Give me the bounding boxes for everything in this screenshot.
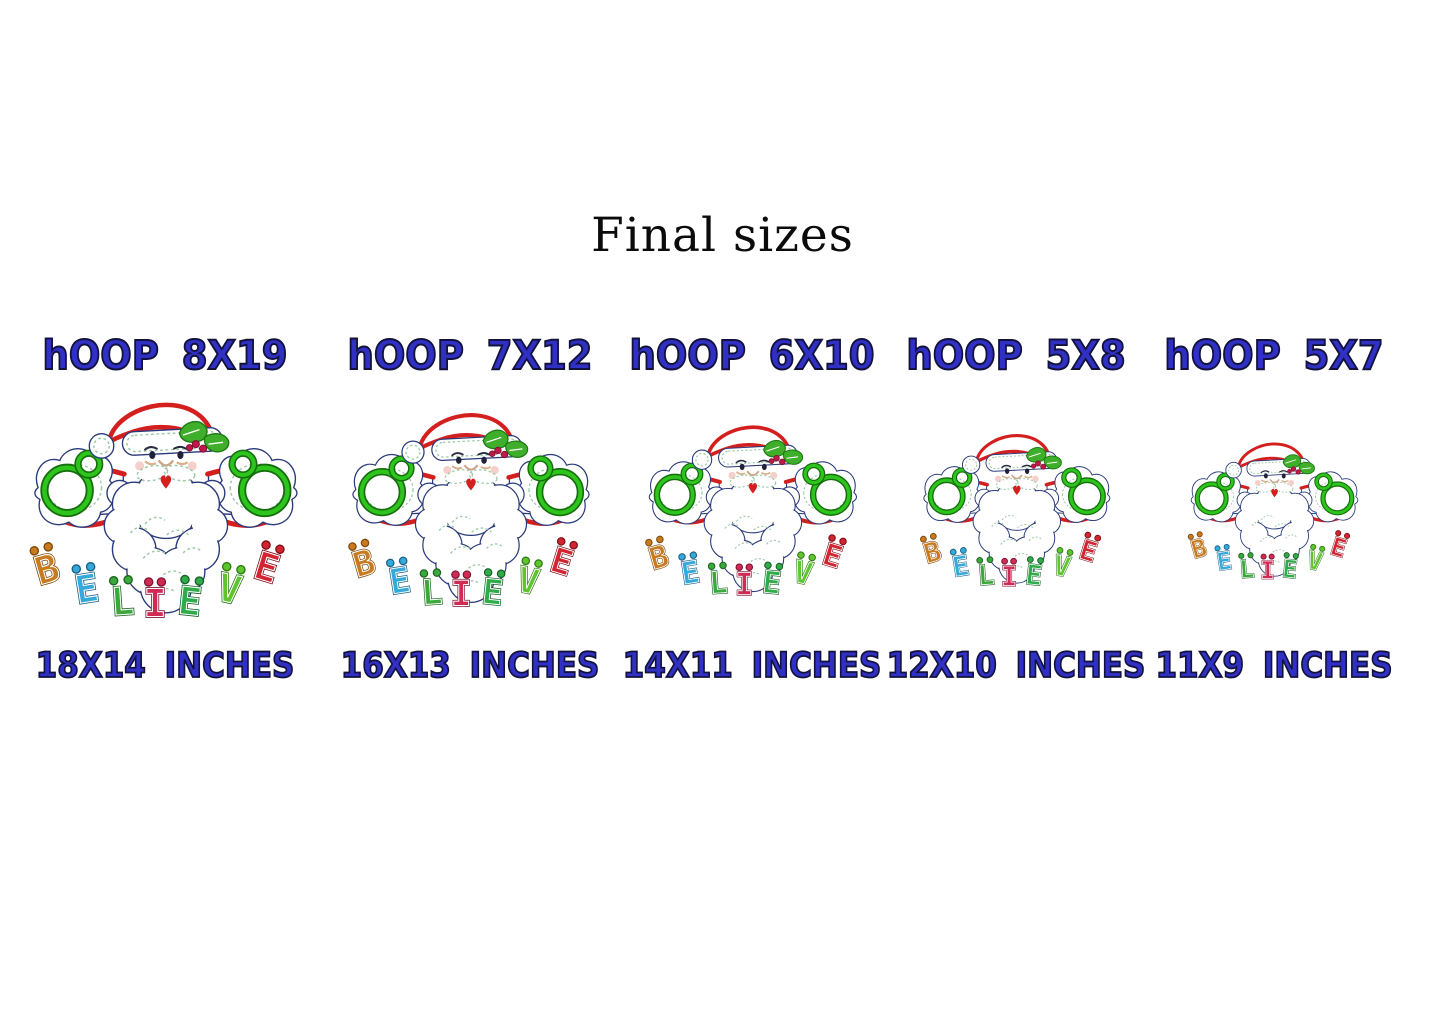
design-column-3: hOOP 6X10 14X11 INCHES (622, 331, 882, 687)
design-column-5: hOOP 5X7 11X9 INCHES (1155, 331, 1394, 687)
final-size-label-2: 16X13 INCHES (340, 645, 600, 687)
hoop-size-label-1: hOOP 8X19 (42, 331, 289, 379)
hoop-size-label-4: hOOP 5X8 (905, 331, 1126, 379)
final-size-label-1: 18X14 INCHES (35, 645, 295, 687)
page-title: Final sizes (591, 208, 854, 263)
santa-believe-graphic (348, 408, 593, 616)
hoop-size-label-3: hOOP 6X10 (629, 331, 876, 379)
hoop-size-label-2: hOOP 7X12 (347, 331, 594, 379)
design-column-4: hOOP 5X8 12X10 INCHES (886, 331, 1146, 687)
santa-design-1 (29, 377, 301, 648)
final-size-label-5: 11X9 INCHES (1155, 645, 1394, 687)
santa-design-5 (1188, 377, 1361, 648)
hoop-size-label-5: hOOP 5X7 (1163, 331, 1384, 379)
santa-design-3 (645, 377, 860, 648)
santa-design-4 (920, 377, 1113, 648)
santa-believe-graphic (1188, 439, 1361, 586)
design-column-2: hOOP 7X12 16X13 INCHES (340, 331, 600, 687)
santa-believe-graphic (29, 397, 301, 628)
design-column-1: hOOP 8X19 18X14 INCHES (29, 331, 301, 687)
santa-design-2 (348, 377, 593, 648)
final-size-label-4: 12X10 INCHES (886, 645, 1146, 687)
santa-believe-graphic (645, 421, 860, 604)
santa-believe-graphic (920, 430, 1113, 594)
final-size-label-3: 14X11 INCHES (622, 645, 882, 687)
